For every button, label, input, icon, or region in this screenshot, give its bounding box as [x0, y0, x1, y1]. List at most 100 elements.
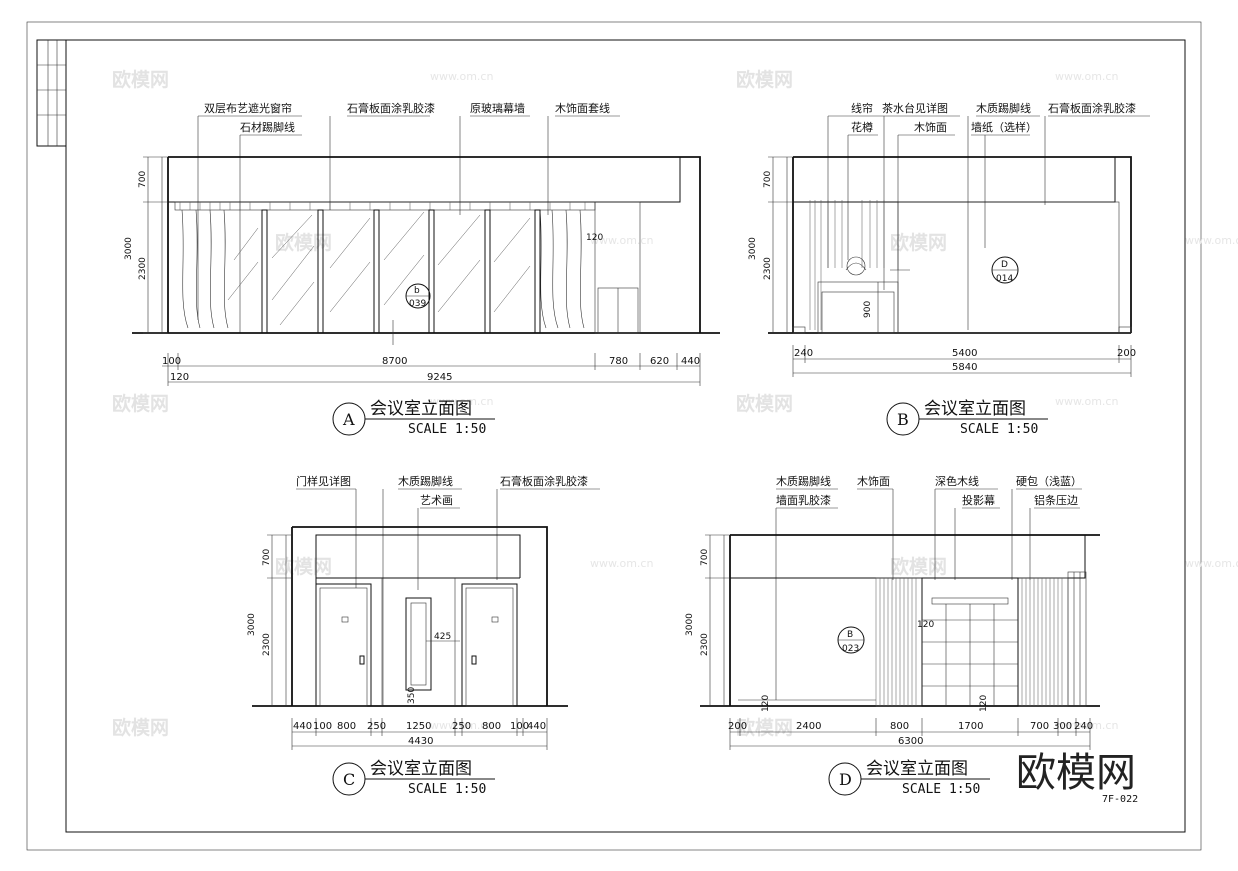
svg-text:900: 900 [863, 301, 873, 318]
label: 石膏板面涂乳胶漆 [1048, 101, 1136, 115]
svg-text:D: D [1001, 260, 1008, 270]
label: 铝条压边 [1034, 493, 1078, 507]
svg-text:1250: 1250 [406, 721, 431, 732]
label: 墙面乳胶漆 [776, 493, 831, 507]
svg-text:2400: 2400 [796, 721, 821, 732]
svg-text:2300: 2300 [700, 633, 710, 656]
svg-text:5400: 5400 [952, 348, 977, 359]
svg-text:4430: 4430 [408, 736, 433, 747]
svg-text:3000: 3000 [124, 237, 134, 260]
sheet-inner-border [65, 39, 1186, 833]
leader-lines [197, 115, 620, 333]
watermark: 欧模网 [112, 716, 169, 739]
svg-text:620: 620 [650, 356, 669, 367]
svg-text:250: 250 [452, 721, 471, 732]
detail-callout: b 039 [405, 283, 431, 309]
elevation-title: 会议室立面图 [866, 759, 968, 779]
watermark-url: www.om.cn [590, 234, 653, 247]
svg-text:800: 800 [337, 721, 356, 732]
svg-text:B: B [847, 630, 853, 640]
label: 线帘 [851, 101, 873, 115]
svg-text:240: 240 [794, 348, 813, 359]
svg-text:300: 300 [1053, 721, 1072, 732]
label: 石膏板面涂乳胶漆 [347, 101, 435, 115]
dim-label: 120 [586, 233, 603, 243]
watermark-url: www.om.cn [1185, 557, 1238, 570]
elevation-tag: D [839, 770, 852, 789]
label: 艺术画 [420, 494, 453, 507]
label: 木饰面套线 [555, 101, 610, 115]
watermark: 欧模网 [112, 392, 169, 415]
site-logo: 欧模网 [1016, 750, 1136, 796]
detail-callout: B 023 [837, 626, 865, 654]
watermark: 欧模网 [736, 716, 793, 739]
svg-text:120: 120 [170, 372, 189, 383]
svg-text:250: 250 [367, 721, 386, 732]
svg-text:200: 200 [1117, 348, 1136, 359]
elevation-scale: SCALE 1:50 [960, 422, 1038, 437]
svg-text:100: 100 [510, 721, 529, 732]
label: 木质踢脚线 [976, 101, 1031, 115]
dim-label: 120 [979, 695, 989, 712]
svg-text:2300: 2300 [138, 257, 148, 280]
sheet-outer-border [26, 21, 1202, 851]
svg-text:800: 800 [890, 721, 909, 732]
watermark-url: www.om.cn [590, 557, 653, 570]
elevation-d: 木质踢脚线 墙面乳胶漆 木饰面 深色木线 投影幕 硬包（浅蓝） 铝条压边 [685, 474, 1100, 797]
svg-text:8700: 8700 [382, 356, 407, 367]
watermark-url: www.om.cn [1055, 719, 1118, 732]
label: 木饰面 [857, 474, 890, 488]
svg-text:440: 440 [527, 721, 546, 732]
svg-text:b: b [414, 286, 420, 296]
svg-text:2300: 2300 [262, 633, 272, 656]
svg-text:700: 700 [700, 549, 710, 566]
label: 投影幕 [962, 493, 995, 507]
elevation-c: 门样见详图 木质踢脚线 艺术画 石膏板面涂乳胶漆 425 350 [247, 474, 600, 797]
label: 木质踢脚线 [776, 474, 831, 488]
label: 原玻璃幕墙 [470, 101, 525, 115]
svg-text:1700: 1700 [958, 721, 983, 732]
svg-text:9245: 9245 [427, 372, 452, 383]
svg-text:200: 200 [728, 721, 747, 732]
elevation-title: 会议室立面图 [370, 399, 472, 419]
svg-text:3000: 3000 [247, 613, 257, 636]
label: 木质踢脚线 [398, 474, 453, 488]
svg-text:6300: 6300 [898, 736, 923, 747]
watermark-url: www.om.cn [1055, 395, 1118, 408]
svg-text:2300: 2300 [763, 257, 773, 280]
label: 花樽 [851, 120, 873, 134]
watermark: 欧模网 [736, 68, 793, 91]
svg-text:700: 700 [138, 171, 148, 188]
watermark: 欧模网 [890, 555, 947, 578]
svg-text:100: 100 [313, 721, 332, 732]
watermark-layer: 欧模网 欧模网 欧模网 欧模网 欧模网 欧模网 欧模网 欧模网 欧模网 欧模网 … [112, 68, 1238, 739]
sheet-title-strip [36, 39, 67, 147]
svg-text:100: 100 [162, 356, 181, 367]
watermark-url: www.om.cn [1055, 70, 1118, 83]
svg-text:5840: 5840 [952, 362, 977, 373]
svg-text:440: 440 [293, 721, 312, 732]
elevation-scale: SCALE 1:50 [408, 782, 486, 797]
watermark-url: www.om.cn [430, 70, 493, 83]
svg-text:800: 800 [482, 721, 501, 732]
dim-label: 350 [407, 687, 417, 704]
dim-label: 120 [761, 695, 771, 712]
elevation-title: 会议室立面图 [370, 759, 472, 779]
label: 深色木线 [935, 474, 979, 488]
watermark: 欧模网 [275, 555, 332, 578]
label: 茶水台见详图 [882, 101, 948, 115]
svg-text:039: 039 [409, 299, 426, 309]
label: 双层布艺遮光窗帘 [204, 101, 292, 115]
elevation-scale: SCALE 1:50 [408, 422, 486, 437]
svg-text:3000: 3000 [685, 613, 695, 636]
elevation-tag: A [342, 410, 355, 429]
svg-text:3000: 3000 [748, 237, 758, 260]
label: 硬包（浅蓝） [1016, 475, 1082, 488]
svg-text:440: 440 [681, 356, 700, 367]
watermark-url: www.om.cn [1185, 234, 1238, 247]
svg-text:700: 700 [1030, 721, 1049, 732]
elevation-title: 会议室立面图 [924, 399, 1026, 419]
label: 墙纸（选样） [971, 120, 1037, 134]
elevation-scale: SCALE 1:50 [902, 782, 980, 797]
